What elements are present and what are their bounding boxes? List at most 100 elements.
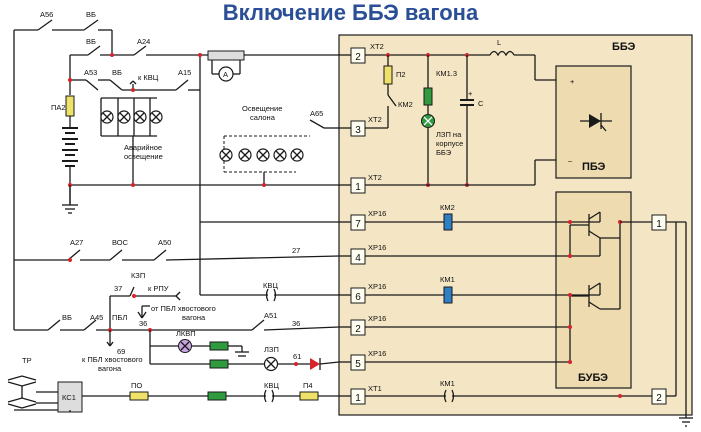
a65-label: А65 xyxy=(310,109,323,118)
from-pbe-label-1: от ПБЛ хвостового xyxy=(151,304,216,313)
pa2-fuse xyxy=(65,95,75,117)
junction-dot xyxy=(132,294,136,298)
emergency-label-1: Аварийное xyxy=(124,143,162,152)
junction-dot xyxy=(568,293,572,297)
p4-fuse xyxy=(299,391,319,401)
kvc-bot-label: КВЦ xyxy=(264,381,279,390)
p2-fuse xyxy=(383,65,393,85)
wire xyxy=(266,359,276,369)
xp16-label-4: ХР16 xyxy=(368,243,386,252)
lzp-label: ЛЗП xyxy=(264,345,279,354)
wire xyxy=(175,79,189,91)
wire xyxy=(175,291,181,297)
wire xyxy=(251,319,265,331)
emergency-label-2: освещение xyxy=(124,152,163,161)
emergency-lamps xyxy=(100,98,163,136)
bube-block xyxy=(555,191,632,389)
wire xyxy=(309,119,325,129)
wire xyxy=(7,397,37,403)
tr-label: ТР xyxy=(22,356,32,365)
ks1-block xyxy=(57,381,83,413)
xp16-label-7: ХР16 xyxy=(368,209,386,218)
lzp-label-1: ЛЗП на xyxy=(436,130,462,139)
xp16-label-6: ХР16 xyxy=(368,282,386,291)
junction-dot xyxy=(131,183,135,187)
km1-coil xyxy=(443,286,453,304)
km1-contact-label: КМ1 xyxy=(440,379,455,388)
salon-label-1: Освещение xyxy=(242,104,282,113)
km13-label: КМ1.3 xyxy=(436,69,457,78)
l-label: L xyxy=(497,38,501,47)
bottom-resistor xyxy=(207,391,227,401)
transistor-1-icon xyxy=(570,211,601,239)
wire xyxy=(133,45,147,56)
terminal-xp16-4: 4 xyxy=(350,248,366,265)
wire xyxy=(129,286,135,297)
wire-27-label: 27 xyxy=(292,246,300,255)
diagram-label: A xyxy=(223,70,228,79)
wire xyxy=(319,361,340,365)
salon-label-2: салона xyxy=(250,113,276,122)
wire xyxy=(165,255,340,261)
thyristor-icon xyxy=(580,113,612,132)
wire xyxy=(180,341,190,351)
wire-36-label-b: 36 xyxy=(292,319,300,328)
terminal-xp16-5: 5 xyxy=(350,354,366,371)
terminal-xt2-3: 3 xyxy=(350,120,366,137)
km1-coil-label: КМ1 xyxy=(440,275,455,284)
wire xyxy=(600,124,607,132)
wire xyxy=(109,249,123,261)
terminal-right-1: 1 xyxy=(651,214,667,231)
xt2-label-a: ХТ2 xyxy=(370,42,384,51)
wire xyxy=(83,19,99,31)
battery-icon xyxy=(62,127,78,167)
diagram-label: 7 xyxy=(355,219,361,230)
wire xyxy=(47,319,61,331)
shunt xyxy=(207,50,245,61)
wire xyxy=(106,341,111,347)
vb3-label: ВБ xyxy=(112,68,122,77)
wire xyxy=(132,80,137,85)
p4-label: П4 xyxy=(303,381,313,390)
km2-coil-label: КМ2 xyxy=(440,203,455,212)
ground-icon-1 xyxy=(62,204,78,214)
terminal-xt2-1: 1 xyxy=(350,177,366,194)
wire xyxy=(7,381,37,387)
vb2-label: ВБ xyxy=(86,37,96,46)
a45-label: А45 xyxy=(90,313,103,322)
km2-coil xyxy=(443,213,453,231)
diagram-label: 6 xyxy=(355,292,361,303)
to-pbe-label-1: к ПБЛ хвостового xyxy=(82,355,143,364)
lzp-label-3: ББЭ xyxy=(436,148,452,157)
lkvp-resistor xyxy=(209,341,229,351)
diagram-label: 3 xyxy=(355,125,361,136)
terminal-right-2: 2 xyxy=(651,388,667,405)
bube-label: БУБЭ xyxy=(578,372,608,384)
diagram-label: 2 xyxy=(656,393,662,404)
junction-dot xyxy=(618,394,622,398)
junction-dot xyxy=(110,53,114,57)
a24-label: А24 xyxy=(137,37,150,46)
xt2-label-b: ХТ2 xyxy=(368,115,382,124)
vb-top-label: ВБ xyxy=(86,10,96,19)
pbe-label: ПБЭ xyxy=(582,161,606,173)
vb4-label: ВБ xyxy=(62,313,72,322)
wire xyxy=(137,311,143,319)
diagram-label: 1 xyxy=(656,219,662,230)
junction-dot xyxy=(68,78,72,82)
to-pbe-label-2: вагона xyxy=(98,364,122,373)
pbe-plus: + xyxy=(570,77,575,86)
bbe-label: ББЭ xyxy=(612,41,636,53)
wire xyxy=(275,150,285,160)
k-kvc-label: к КВЦ xyxy=(138,73,159,82)
wire xyxy=(589,114,601,128)
xt2-label-c: ХТ2 xyxy=(368,173,382,182)
wire xyxy=(588,282,601,291)
junction-dot xyxy=(568,325,572,329)
terminal-xp16-7: 7 xyxy=(350,214,366,231)
lzp-label-2: корпусе xyxy=(436,139,463,148)
kzp-label: КЗП xyxy=(131,271,145,280)
wire xyxy=(109,79,123,91)
wire xyxy=(588,230,601,239)
